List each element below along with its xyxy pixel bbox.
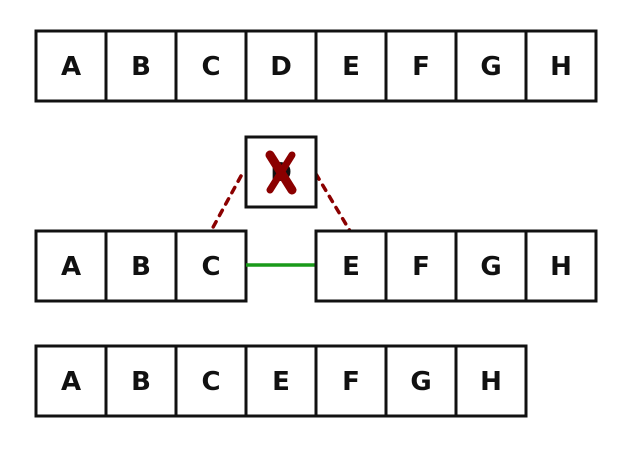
result-cell-g-label: G <box>410 367 431 397</box>
result-cell-c: C <box>174 344 248 418</box>
original-cell-a: A <box>34 29 108 103</box>
split-cell-e: E <box>314 229 388 303</box>
result-cell-e: E <box>244 344 318 418</box>
result-cell-g: G <box>384 344 458 418</box>
split-cell-c-label: C <box>201 252 220 282</box>
original-cell-h: H <box>524 29 598 103</box>
split-left-part: A B C <box>34 229 248 303</box>
split-cell-a-label: A <box>61 252 81 282</box>
split-cell-f: F <box>384 229 458 303</box>
split-cell-h: H <box>524 229 598 303</box>
original-cell-g-label: G <box>480 52 501 82</box>
split-cell-a: A <box>34 229 108 303</box>
split-cell-e-label: E <box>342 252 360 282</box>
original-cell-a-label: A <box>61 52 81 82</box>
result-cell-a-label: A <box>61 367 81 397</box>
removed-link-right <box>314 172 352 233</box>
result-cell-h-label: H <box>480 367 502 397</box>
result-cell-h: H <box>454 344 528 418</box>
original-cell-g: G <box>454 29 528 103</box>
result-cell-f-label: F <box>342 367 360 397</box>
original-cell-b: B <box>104 29 178 103</box>
result-array: A B C E F G H <box>34 344 528 418</box>
split-cell-g: G <box>454 229 528 303</box>
original-cell-f-label: F <box>412 52 430 82</box>
split-cell-h-label: H <box>550 252 572 282</box>
original-cell-c-label: C <box>201 52 220 82</box>
split-cell-b: B <box>104 229 178 303</box>
removed-element: D <box>209 135 352 233</box>
split-right-part: E F G H <box>314 229 598 303</box>
original-cell-f: F <box>384 29 458 103</box>
result-cell-e-label: E <box>272 367 290 397</box>
split-cell-c: C <box>174 229 248 303</box>
result-cell-b-label: B <box>131 367 151 397</box>
result-cell-c-label: C <box>201 367 220 397</box>
original-cell-c: C <box>174 29 248 103</box>
result-cell-b: B <box>104 344 178 418</box>
split-cell-g-label: G <box>480 252 501 282</box>
original-cell-b-label: B <box>131 52 151 82</box>
split-cell-f-label: F <box>412 252 430 282</box>
split-array: A B C E F G <box>34 229 598 303</box>
result-cell-f: F <box>314 344 388 418</box>
removed-link-left <box>209 174 243 233</box>
split-cell-b-label: B <box>131 252 151 282</box>
result-cell-a: A <box>34 344 108 418</box>
original-cell-d: D <box>244 29 318 103</box>
delete-x-icon <box>265 150 297 195</box>
original-cell-h-label: H <box>550 52 572 82</box>
original-cell-e-label: E <box>342 52 360 82</box>
original-cell-e: E <box>314 29 388 103</box>
original-cell-d-label: D <box>270 52 292 82</box>
original-array: A B C D E F G H <box>34 29 598 103</box>
